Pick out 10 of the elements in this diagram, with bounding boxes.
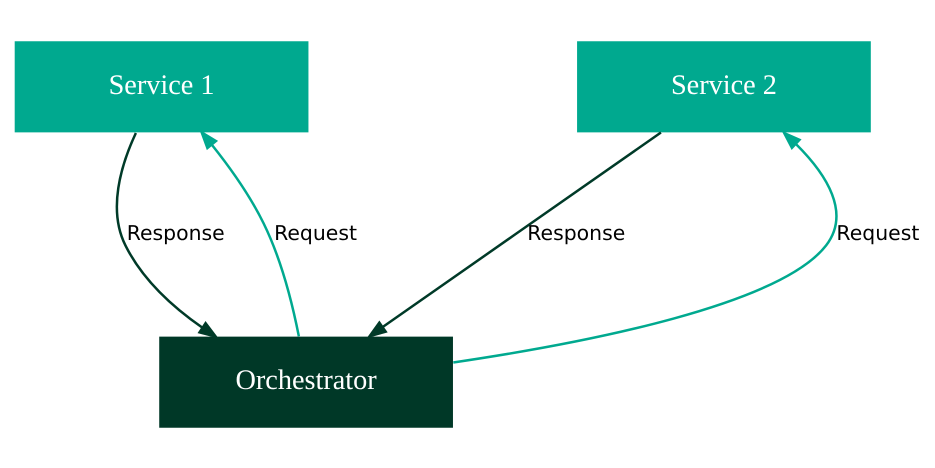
arrow [453,130,838,364]
node-box: Service 2 [577,40,871,132]
edge-label: Request [274,220,357,244]
arrow [116,132,219,338]
node-box: Service 1 [14,40,308,132]
edge-label: Request [836,220,920,244]
arrow [366,130,662,338]
node-box: Orchestrator [159,336,453,428]
edge-label: Response [126,220,225,244]
edge-label: Response [527,220,626,244]
